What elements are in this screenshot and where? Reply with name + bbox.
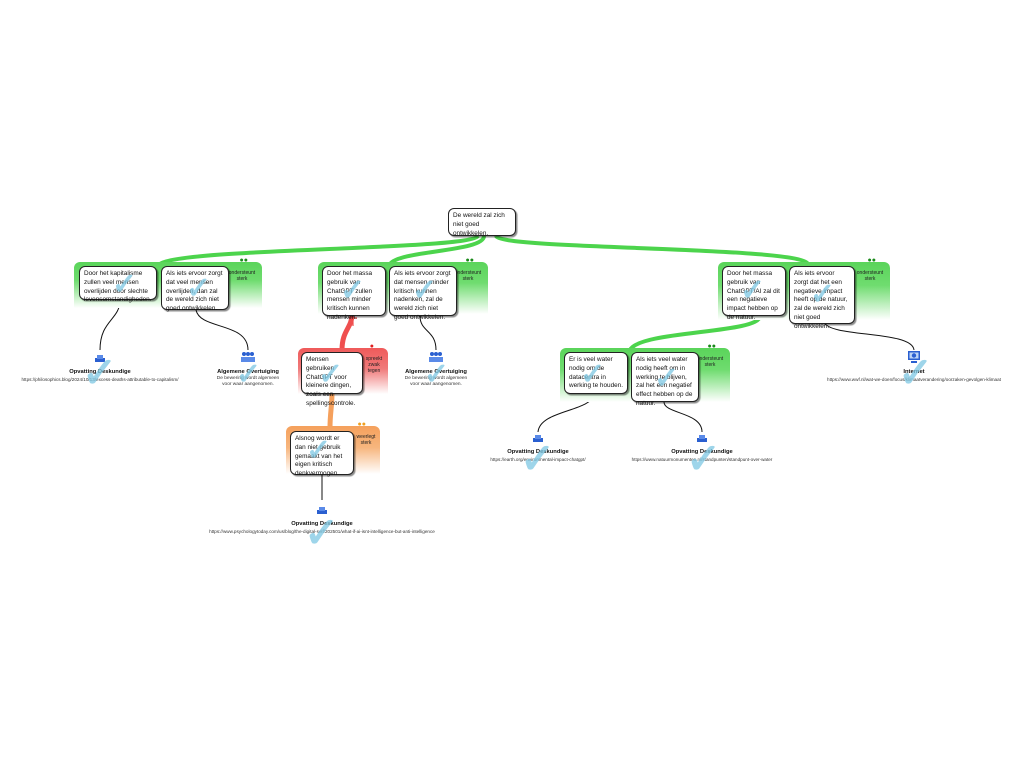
strength-dots: ●● — [357, 421, 366, 428]
premise[interactable]: Door het massa gebruik van ChatGPT zulle… — [322, 266, 386, 321]
premise[interactable]: Er is veel water nodig om de datacentra … — [564, 352, 628, 394]
expert-icon — [317, 507, 327, 514]
root-claim[interactable]: De wereld zal zich niet goed ontwikkelen… — [448, 208, 516, 237]
objection-link — [339, 313, 355, 351]
source-node[interactable]: Algemene Overtuiging De bewering wordt a… — [404, 350, 468, 388]
expert-icon — [95, 355, 105, 362]
relation-label: ondersteunt sterk — [228, 270, 256, 282]
strength-dots: ●● — [707, 343, 716, 350]
source-node[interactable]: Internet https://www.wwf.nl/wat-we-doen/… — [804, 350, 1024, 382]
source-link-6 — [663, 401, 703, 433]
source-link-7 — [823, 321, 915, 351]
relation-label: weerlegt sterk — [356, 434, 376, 446]
support-link-3 — [494, 234, 810, 266]
common-belief-icon — [241, 352, 255, 362]
source-node[interactable]: Opvatting Deskundige https://www.psychol… — [180, 502, 464, 534]
internet-icon — [908, 351, 920, 363]
source-node[interactable]: Algemene Overtuiging De bewering wordt a… — [216, 350, 280, 388]
source-link-2 — [195, 309, 249, 351]
source-node[interactable]: Opvatting Deskundige https://philosophic… — [0, 350, 200, 382]
common-belief-icon — [429, 352, 443, 362]
premise[interactable]: Als iets ervoor zorgt dat het een negati… — [789, 266, 855, 330]
premise[interactable]: Als iets ervoor zorgt dat mensen minder … — [389, 266, 457, 321]
premise[interactable]: Als iets veel water nodig heeft om in we… — [631, 352, 699, 407]
strength-dots: ●● — [867, 257, 876, 264]
source-node[interactable]: Opvatting Deskundige https://earth.org/e… — [472, 430, 604, 462]
relation-label: spreekt zwak tegen — [365, 356, 383, 374]
premise[interactable]: Door het kapitalisme zullen veel mensen … — [79, 266, 157, 303]
support-link-2 — [388, 235, 486, 266]
expert-icon — [533, 435, 543, 442]
support-link-4 — [628, 315, 762, 352]
rebuttal-link — [327, 391, 335, 429]
expert-icon — [697, 435, 707, 442]
relation-label: ondersteunt sterk — [454, 270, 482, 282]
source-link-3 — [419, 315, 437, 351]
objection-marker — [349, 317, 357, 326]
premise[interactable]: Alsnog wordt er dan niet gebruik gemaakt… — [290, 431, 354, 477]
source-node[interactable]: Opvatting Deskundige https://www.natuurm… — [614, 430, 790, 462]
strength-dots: ●● — [239, 257, 248, 264]
strength-dots: ● — [369, 343, 374, 350]
premise[interactable]: Als iets ervoor zorgt dat veel mensen ov… — [161, 266, 229, 312]
premise[interactable]: Mensen gebruiken ChatGPT voor kleinere d… — [301, 352, 363, 407]
premise[interactable]: Door het massa gebruik van ChatGPT/AI za… — [722, 266, 786, 321]
relation-label: ondersteunt sterk — [856, 270, 884, 282]
relation-label: ondersteunt sterk — [696, 356, 724, 368]
strength-dots: ●● — [465, 257, 474, 264]
support-link-1 — [158, 234, 480, 266]
